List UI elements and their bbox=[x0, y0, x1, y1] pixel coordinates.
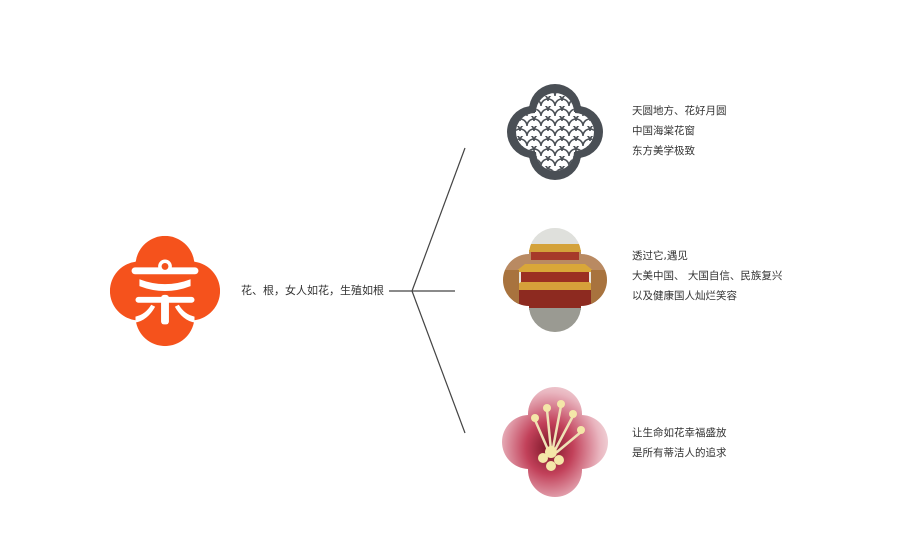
branch-line-bottom bbox=[411, 290, 466, 434]
flower-image bbox=[499, 380, 611, 497]
brand-logo bbox=[106, 232, 224, 350]
lattice-window-image bbox=[499, 76, 611, 188]
center-slogan: 花、根，女人如花，生殖如根 bbox=[241, 284, 384, 297]
flower-closeup-photo bbox=[502, 387, 608, 497]
branch-3-line-2: 是所有蒂洁人的追求 bbox=[632, 447, 727, 459]
forbidden-city-palace-photo bbox=[503, 228, 607, 332]
branch-3-line-1: 让生命如花幸福盛放 bbox=[632, 427, 727, 439]
branch-1-text: 天圆地方、花好月圆 中国海棠花窗 东方美学极致 bbox=[632, 101, 727, 161]
branch-3-text: 让生命如花幸福盛放 是所有蒂洁人的追求 bbox=[632, 423, 727, 463]
branch-2-line-3: 以及健康国人灿烂笑容 bbox=[632, 290, 737, 302]
branch-line-top bbox=[411, 147, 466, 292]
branch-2-line-2: 大美中国、 大国自信、民族复兴 bbox=[632, 270, 783, 282]
quatrefoil-logo-icon bbox=[109, 235, 221, 347]
branch-1-line-2: 中国海棠花窗 bbox=[632, 125, 695, 137]
chinese-lattice-window-icon bbox=[507, 84, 603, 180]
forbidden-city-image bbox=[499, 220, 611, 332]
branch-1-line-1: 天圆地方、花好月圆 bbox=[632, 105, 727, 117]
branch-2-line-1: 透过它,遇见 bbox=[632, 250, 688, 262]
branch-1-line-3: 东方美学极致 bbox=[632, 145, 695, 157]
branch-2-text: 透过它,遇见 大美中国、 大国自信、民族复兴 以及健康国人灿烂笑容 bbox=[632, 246, 782, 306]
